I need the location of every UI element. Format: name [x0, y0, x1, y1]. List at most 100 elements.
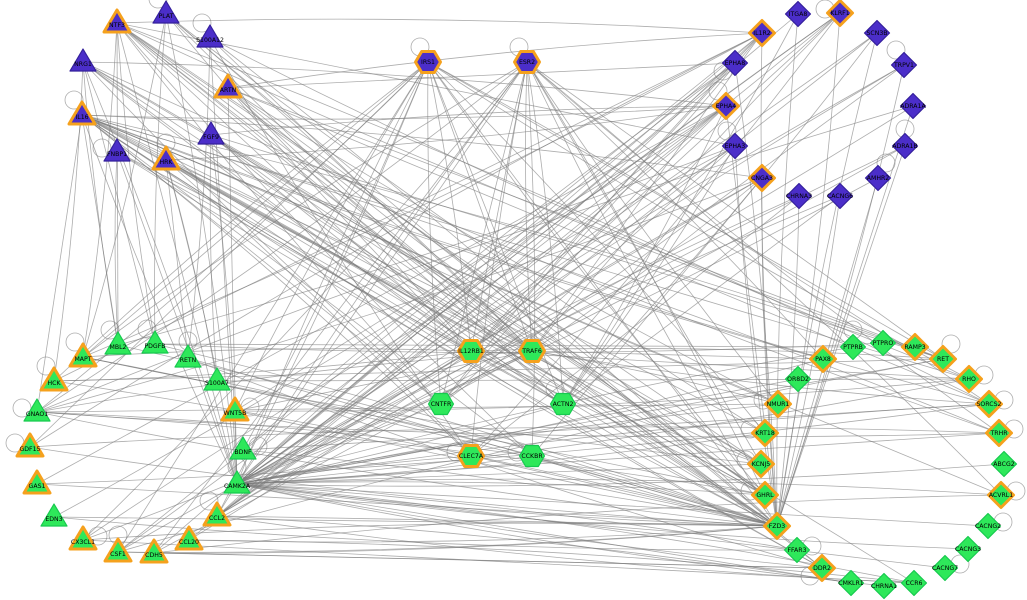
node-hck[interactable]: [39, 366, 69, 392]
edge: [117, 61, 429, 553]
node-gdf15[interactable]: [15, 432, 45, 458]
node-amhr2[interactable]: [864, 164, 892, 192]
node-abcg2[interactable]: [990, 450, 1018, 478]
edge: [427, 61, 442, 405]
node-clec7a[interactable]: [457, 444, 485, 468]
node-kcnj5[interactable]: [747, 450, 775, 478]
node-or8d2[interactable]: [784, 365, 812, 393]
node-hrk[interactable]: [151, 145, 181, 171]
node-pax8[interactable]: [809, 345, 837, 373]
edge: [526, 61, 779, 405]
node-ffar3[interactable]: [783, 536, 811, 564]
node-trpv1[interactable]: [890, 51, 918, 79]
node-label-cdh5: CDH5: [145, 552, 163, 559]
node-ntf3[interactable]: [102, 8, 132, 34]
node-ccl2[interactable]: [202, 501, 232, 527]
node-csf1[interactable]: [103, 537, 133, 563]
node-cckbr[interactable]: [518, 444, 546, 468]
node-label-ddr2: DDR2: [813, 565, 831, 572]
edge: [114, 151, 119, 346]
node-ramp3[interactable]: [901, 333, 929, 361]
node-artn[interactable]: [213, 73, 243, 99]
node-ret[interactable]: [929, 345, 957, 373]
node-plat[interactable]: [152, 0, 180, 24]
node-traf6[interactable]: [518, 339, 546, 363]
node-wnt5b[interactable]: [220, 396, 250, 422]
node-sorcs2[interactable]: [975, 390, 1003, 418]
node-epha4[interactable]: [712, 92, 740, 120]
node-ccr6[interactable]: [900, 569, 928, 597]
node-gas1[interactable]: [22, 469, 52, 495]
edge: [210, 134, 238, 485]
node-chrna3[interactable]: [785, 182, 813, 210]
node-acvrl1[interactable]: [987, 481, 1015, 509]
node-edn3[interactable]: [40, 503, 68, 527]
node-retn[interactable]: [174, 344, 202, 368]
edge: [53, 61, 429, 382]
node-nmur1[interactable]: [764, 390, 792, 418]
node-il1r2[interactable]: [748, 19, 776, 47]
edge: [236, 483, 798, 551]
node-cdh5[interactable]: [139, 538, 169, 564]
node-label-acvrl1: ACVRL1: [989, 492, 1013, 499]
edge: [116, 151, 778, 527]
node-ccl20[interactable]: [174, 525, 204, 551]
edge: [53, 516, 778, 527]
node-camk2a[interactable]: [223, 470, 251, 494]
node-label-ptpro: PTPRO: [873, 340, 894, 347]
edge: [81, 114, 1002, 496]
node-fzd3[interactable]: [763, 512, 791, 540]
node-mbl2[interactable]: [104, 331, 132, 355]
node-krt18[interactable]: [751, 419, 779, 447]
edge: [236, 463, 762, 485]
node-esr2[interactable]: [513, 50, 541, 74]
node-cacng2[interactable]: [974, 512, 1002, 540]
node-irs1[interactable]: [414, 50, 442, 74]
edge: [236, 346, 854, 485]
node-fgf9[interactable]: [197, 121, 225, 145]
node-ddr2[interactable]: [808, 554, 836, 582]
node-gnao1[interactable]: [23, 398, 51, 422]
node-itga8[interactable]: [784, 0, 812, 28]
node-scn3b[interactable]: [863, 19, 891, 47]
edge: [531, 350, 823, 569]
node-fnbp1[interactable]: [103, 138, 131, 162]
node-label-adra1b: ADRA1B: [892, 143, 917, 150]
node-actn2[interactable]: [549, 392, 577, 416]
node-label-abcg2: ABCG2: [993, 461, 1014, 468]
node-cacng6[interactable]: [826, 182, 854, 210]
node-label-cacng3: CACNG3: [955, 546, 981, 553]
node-il12rb1[interactable]: [457, 339, 485, 363]
nodes-layer: [15, 0, 1018, 600]
node-trhr[interactable]: [985, 419, 1013, 447]
node-ptpro[interactable]: [869, 329, 897, 357]
node-epha3[interactable]: [721, 132, 749, 160]
node-ptprb[interactable]: [839, 333, 867, 361]
node-epha8[interactable]: [721, 49, 749, 77]
node-klrf1[interactable]: [826, 0, 854, 27]
node-s100a7[interactable]: [203, 367, 231, 391]
node-pdgfb[interactable]: [141, 330, 169, 354]
edge: [210, 134, 944, 360]
node-cacng7[interactable]: [931, 554, 959, 582]
node-ghrl[interactable]: [751, 481, 779, 509]
node-mapt[interactable]: [68, 342, 98, 368]
node-chrna1[interactable]: [870, 572, 898, 600]
edge: [116, 22, 119, 346]
node-s100a12[interactable]: [196, 24, 224, 48]
edge: [216, 350, 533, 517]
node-rho[interactable]: [955, 365, 983, 393]
node-cntfr[interactable]: [427, 392, 455, 416]
node-cnga3[interactable]: [748, 164, 776, 192]
edge: [82, 61, 119, 346]
node-adra1a[interactable]: [899, 92, 927, 120]
node-cmklr1[interactable]: [837, 569, 865, 597]
edge: [526, 61, 536, 457]
node-bdnf[interactable]: [229, 436, 257, 460]
node-cacng3[interactable]: [954, 535, 982, 563]
node-nrg1[interactable]: [69, 48, 97, 72]
node-adra1b[interactable]: [891, 132, 919, 160]
node-cx3cl1[interactable]: [68, 525, 98, 551]
node-il16[interactable]: [67, 100, 97, 126]
